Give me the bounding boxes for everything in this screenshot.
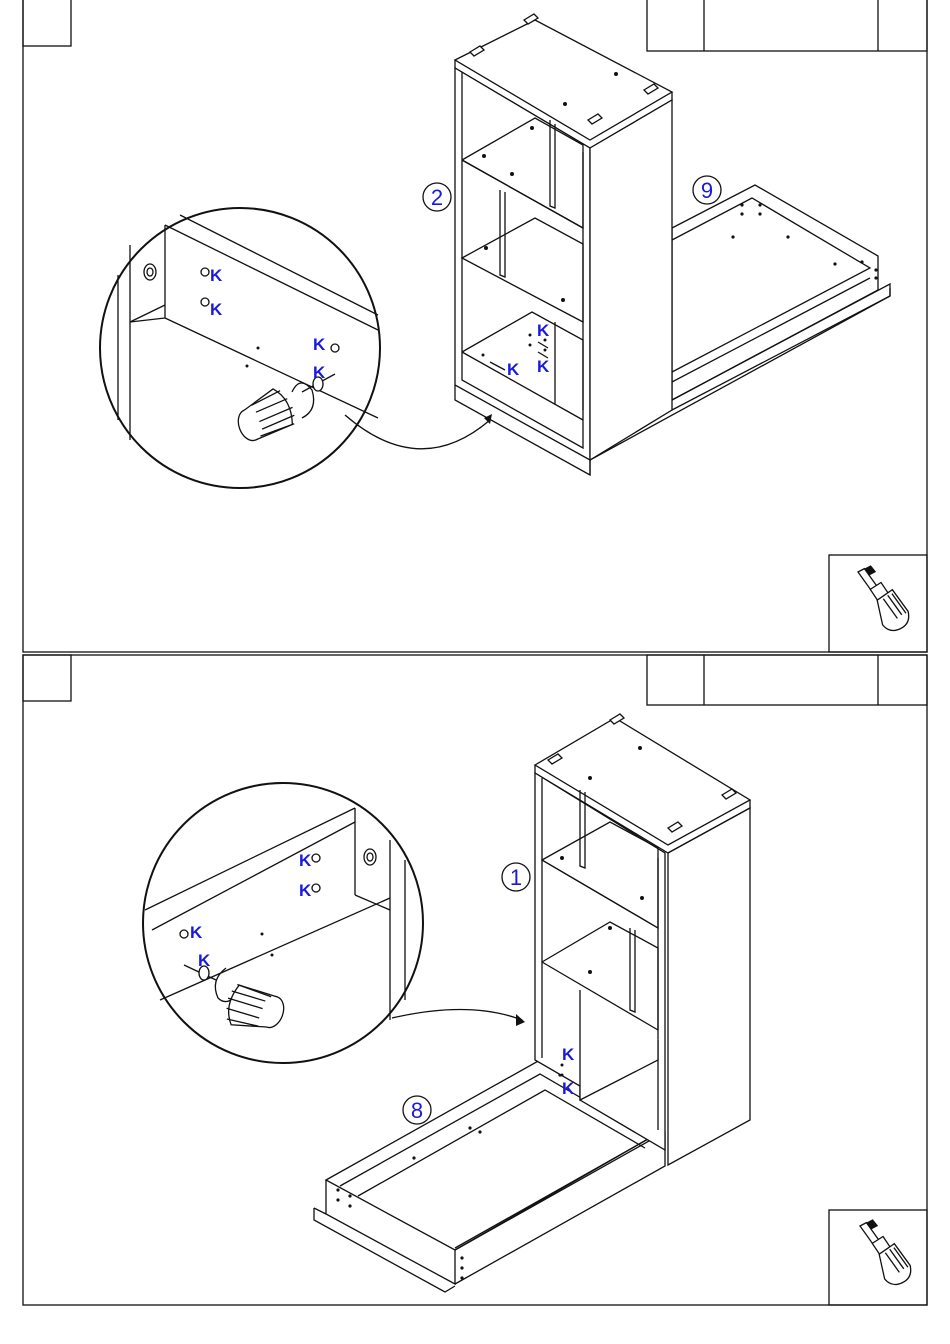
step-panel-2: 1 8 K K K K K K — [23, 655, 927, 1305]
screwdriver-icon — [854, 1218, 915, 1286]
hardware-label-k: K — [537, 321, 550, 340]
step-number-box — [23, 0, 71, 46]
step-number-box — [23, 655, 71, 701]
quantity-box — [647, 0, 927, 51]
tool-box — [829, 555, 927, 652]
hardware-label-k: K — [210, 300, 223, 319]
hardware-label-k: K — [299, 851, 312, 870]
hardware-label-k: K — [190, 923, 203, 942]
part-2-cabinet — [455, 14, 672, 475]
detail-circle-2 — [143, 783, 423, 1063]
hardware-label-k: K — [507, 360, 520, 379]
svg-text:9: 9 — [701, 178, 713, 203]
hardware-label-k: K — [537, 357, 550, 376]
hardware-label-k: K — [313, 335, 326, 354]
svg-text:8: 8 — [411, 1098, 423, 1123]
step-panel-1: 2 9 K K K K K K K — [23, 0, 927, 652]
detail-circle-1 — [100, 208, 380, 488]
screwdriver-icon — [852, 564, 913, 632]
svg-text:1: 1 — [510, 865, 522, 890]
hardware-label-k: K — [198, 951, 211, 970]
detail-arrow — [392, 1009, 522, 1020]
tool-box — [829, 1210, 927, 1305]
hardware-label-k: K — [562, 1079, 575, 1098]
detail-arrow — [345, 415, 490, 449]
part-label-2: 2 — [423, 183, 451, 211]
hardware-label-k: K — [299, 881, 312, 900]
part-label-1: 1 — [502, 863, 530, 891]
svg-text:2: 2 — [431, 185, 443, 210]
quantity-box — [647, 655, 927, 705]
part-label-8: 8 — [403, 1096, 431, 1124]
hardware-label-k: K — [313, 363, 326, 382]
part-label-9: 9 — [693, 176, 721, 204]
hardware-label-k: K — [210, 266, 223, 285]
hardware-label-k: K — [562, 1045, 575, 1064]
